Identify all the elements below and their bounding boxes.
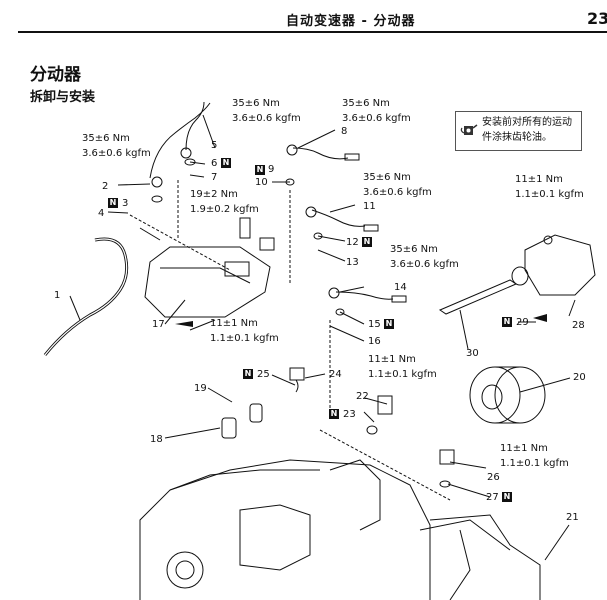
torque-value-kgfm: 1.1±0.1 kgfm <box>500 458 569 469</box>
new-part-badge: N <box>502 492 512 502</box>
torque-value-nm: 11±1 Nm <box>368 354 416 365</box>
torque-value-nm: 35±6 Nm <box>82 133 130 144</box>
part-label-12: 12 <box>346 237 359 248</box>
torque-value-nm: 35±6 Nm <box>342 98 390 109</box>
part-label-28: 28 <box>572 320 585 331</box>
part-label-2: 2 <box>102 181 109 192</box>
torque-value-kgfm: 3.6±0.6 kgfm <box>82 148 151 159</box>
part-label-24: 24 <box>329 369 342 380</box>
torque-value-kgfm: 3.6±0.6 kgfm <box>342 113 411 124</box>
part-label-10: 10 <box>255 177 268 188</box>
torque-value-nm: 35±6 Nm <box>390 244 438 255</box>
part-label-23: 23 <box>343 409 356 420</box>
torque-value-kgfm: 1.1±0.1 kgfm <box>368 369 437 380</box>
lubrication-note: 安装前对所有的运动件涂抹齿轮油。 <box>455 111 582 151</box>
torque-value-kgfm: 3.6±0.6 kgfm <box>363 187 432 198</box>
part-label-8: 8 <box>341 126 348 137</box>
torque-value-nm: 11±1 Nm <box>515 174 563 185</box>
part-label-7: 7 <box>211 172 218 183</box>
part-label-26: 26 <box>487 472 500 483</box>
header-title: 自动变速器 - 分动器 <box>286 14 416 29</box>
new-part-badge: N <box>243 369 253 379</box>
torque-spec-2: 35±6 Nm 3.6±0.6 kgfm <box>82 131 151 161</box>
torque-spec-8: 35±6 Nm 3.6±0.6 kgfm <box>342 96 411 126</box>
part-label-27: 27 <box>486 492 499 503</box>
part-label-16: 16 <box>368 336 381 347</box>
note-text: 安装前对所有的运动件涂抹齿轮油。 <box>482 117 572 143</box>
new-part-badge: N <box>384 319 394 329</box>
part-label-20: 20 <box>573 372 586 383</box>
part-label-11: 11 <box>363 201 376 212</box>
torque-value-nm: 11±1 Nm <box>210 318 258 329</box>
torque-spec-28: 11±1 Nm 1.1±0.1 kgfm <box>515 172 584 202</box>
header-rule <box>18 31 607 33</box>
page-header: 自动变速器 - 分动器 23 <box>0 0 607 42</box>
section-subtitle: 拆卸与安装 <box>30 90 96 105</box>
part-label-17: 17 <box>152 319 165 330</box>
torque-spec-11: 35±6 Nm 3.6±0.6 kgfm <box>363 170 432 200</box>
part-label-3: 3 <box>122 198 129 209</box>
torque-spec-24: 11±1 Nm 1.1±0.1 kgfm <box>210 316 279 346</box>
torque-value-kgfm: 1.1±0.1 kgfm <box>210 333 279 344</box>
part-label-13: 13 <box>346 257 359 268</box>
part-label-15: 15 <box>368 319 381 330</box>
part-label-21: 21 <box>566 512 579 523</box>
section-title: 分动器 <box>30 65 81 85</box>
part-label-30: 30 <box>466 348 479 359</box>
new-part-badge: N <box>329 409 339 419</box>
oil-can-icon <box>460 124 478 135</box>
torque-spec-22: 11±1 Nm 1.1±0.1 kgfm <box>368 352 437 382</box>
part-label-29: 29 <box>516 317 529 328</box>
torque-spec-14: 35±6 Nm 3.6±0.6 kgfm <box>390 242 459 272</box>
part-label-25: 25 <box>257 369 270 380</box>
part-label-5: 5 <box>211 140 218 151</box>
part-label-14: 14 <box>394 282 407 293</box>
torque-value-nm: 11±1 Nm <box>500 443 548 454</box>
new-part-badge: N <box>502 317 512 327</box>
torque-value-kgfm: 3.6±0.6 kgfm <box>390 259 459 270</box>
torque-value-kgfm: 3.6±0.6 kgfm <box>232 113 301 124</box>
torque-value-kgfm: 1.9±0.2 kgfm <box>190 204 259 215</box>
new-part-badge: N <box>255 165 265 175</box>
part-label-18: 18 <box>150 434 163 445</box>
new-part-badge: N <box>221 158 231 168</box>
new-part-badge: N <box>108 198 118 208</box>
page-number: 23 <box>587 9 607 28</box>
part-label-1: 1 <box>54 290 61 301</box>
part-label-4: 4 <box>98 208 105 219</box>
torque-spec-26: 11±1 Nm 1.1±0.1 kgfm <box>500 441 569 471</box>
torque-value-nm: 35±6 Nm <box>232 98 280 109</box>
part-label-6: 6 <box>211 158 218 169</box>
torque-spec-bracket: 19±2 Nm 1.9±0.2 kgfm <box>190 187 259 217</box>
part-label-9: 9 <box>268 164 275 175</box>
part-label-22: 22 <box>356 391 369 402</box>
torque-value-kgfm: 1.1±0.1 kgfm <box>515 189 584 200</box>
part-label-19: 19 <box>194 383 207 394</box>
torque-value-nm: 19±2 Nm <box>190 189 238 200</box>
new-part-badge: N <box>362 237 372 247</box>
torque-spec-5: 35±6 Nm 3.6±0.6 kgfm <box>232 96 301 126</box>
torque-value-nm: 35±6 Nm <box>363 172 411 183</box>
